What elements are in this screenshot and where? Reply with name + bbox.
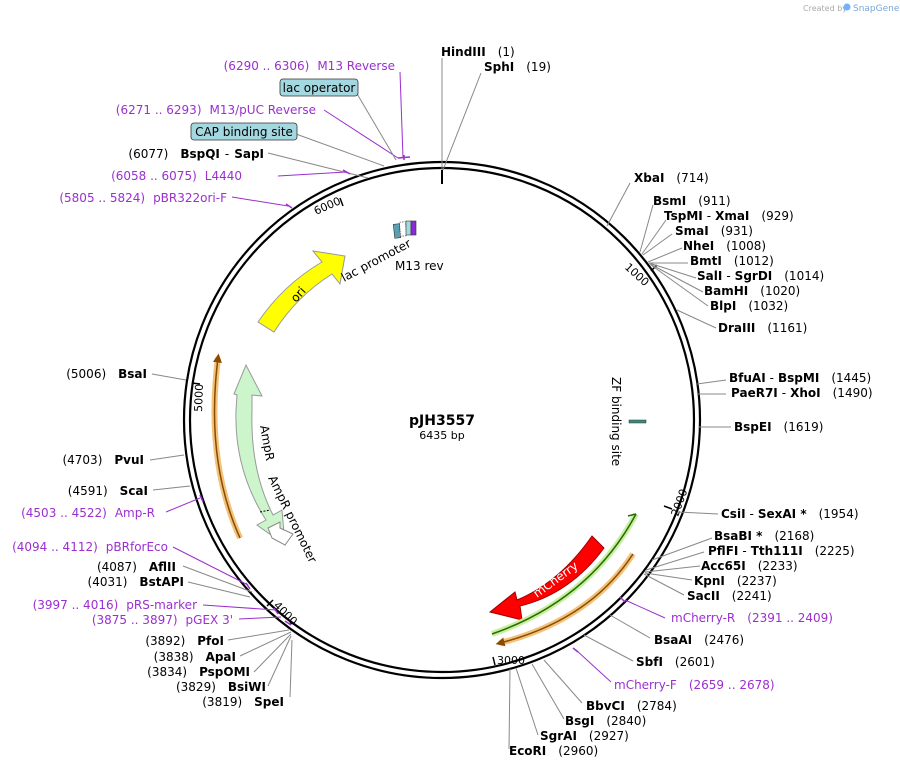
lac-operator-box: [279, 78, 359, 97]
enzyme-acc65i: Acc65I(2233): [701, 559, 798, 573]
amp-primer-glow: [211, 357, 243, 540]
primer-mcherry-r: mCherry-R(2391 .. 2409): [671, 611, 833, 625]
primer-amp-r: (4503 .. 4522)Amp-R: [21, 506, 155, 520]
tick-2000-mark: [663, 505, 673, 510]
enzyme-bsaai: BsaAI(2476): [654, 633, 744, 647]
enzyme-sgrai: SgrAI(2927): [540, 729, 629, 743]
zf-site-label: ZF binding site: [609, 377, 623, 466]
enzyme-bbvci: BbvCI(2784): [586, 699, 677, 713]
primer-mcherry-f: mCherry-F(2659 .. 2678): [614, 678, 775, 692]
ampr-promoter-feature: [267, 521, 294, 546]
primer-m13-reverse: (6290 .. 6306)M13 Reverse: [224, 59, 395, 73]
enzyme-spei: (3819)SpeI: [202, 695, 284, 709]
enzyme-bmti: BmtI(1012): [690, 254, 774, 268]
mcherry-r-arrow: [495, 553, 634, 647]
tick-4000-mark: [266, 599, 274, 607]
enzyme-csii: CsiI-SexAI *(1954): [721, 507, 859, 521]
tick-6000: 6000: [312, 194, 343, 217]
enzyme-xbai: XbaI(714): [634, 171, 709, 185]
right-enzyme-labels: HindIII(1) SphI(19) XbaI(714) BsmI(911) …: [441, 45, 873, 758]
cap-binding-text: CAP binding site: [195, 125, 293, 139]
tick-3000-mark: [492, 656, 496, 666]
primer-pbrforeco: (4094 .. 4112)pBRforEco: [12, 540, 168, 554]
cap-binding-box: [190, 122, 298, 141]
primer-labels: (6290 .. 6306)M13 Reverse (6271 .. 6293)…: [12, 59, 833, 692]
enzyme-blpi: BlpI(1032): [710, 299, 788, 313]
primer-pbr322ori-f: (5805 .. 5824)pBR322ori-F: [59, 191, 227, 205]
enzyme-sacii: SacII(2241): [687, 589, 772, 603]
enzyme-bsmi: BsmI(911): [653, 194, 731, 208]
mcherry-feature: [488, 535, 605, 621]
credit-brand: SnapGene: [853, 4, 900, 14]
primer-prs-marker: (3997 .. 4016)pRS-marker: [33, 598, 197, 612]
enzyme-sphi: SphI(19): [484, 60, 551, 74]
lac-operator-mark: [405, 220, 412, 236]
enzyme-draiii: DraIII(1161): [718, 321, 807, 335]
lac-promoter-mark: [399, 221, 407, 237]
enzyme-apai: (3838)ApaI: [154, 650, 236, 664]
enzyme-pflfi: PflFI-Tth111I(2225): [708, 544, 855, 558]
enzyme-sbfi: SbfI(2601): [636, 655, 715, 669]
enzyme-hindiii: HindIII(1): [441, 45, 515, 59]
ampr-label: AmpR: [257, 424, 277, 462]
enzyme-tspmi: TspMI-XmaI(929): [664, 209, 794, 223]
snapgene-logo-icon: [843, 3, 851, 11]
plasmid-name: pJH3557: [409, 413, 475, 429]
primer-pgex-3: (3875 .. 3897)pGEX 3': [92, 613, 233, 627]
enzyme-bspqi: (6077)BspQI-SapI: [128, 147, 264, 161]
enzyme-nhei: NheI(1008): [683, 239, 766, 253]
enzyme-bstapi: (4031)BstAPI: [88, 575, 184, 589]
tick-4000: 4000: [271, 599, 300, 628]
enzyme-bsiwi: (3829)BsiWI: [176, 680, 266, 694]
ampr-dash: [259, 509, 271, 513]
lac-operator-text: lac operator: [283, 81, 356, 95]
tick-1000-mark: [650, 264, 658, 272]
ampr-feature: [233, 363, 286, 547]
credit-text: Created by: [803, 4, 847, 13]
enzyme-bamhi: BamHI(1020): [704, 284, 800, 298]
enzyme-bspei: BspEI(1619): [734, 420, 823, 434]
tick-5000: 5000: [192, 384, 206, 412]
enzyme-ecori: EcoRI(2960): [509, 744, 598, 758]
zf-site-mark: [628, 419, 647, 424]
amp-primer-arrow: [212, 353, 241, 539]
enzyme-pfoi: (3892)PfoI: [145, 634, 224, 648]
enzyme-pvui: (4703)PvuI: [62, 453, 144, 467]
enzyme-paer7i: PaeR7I-XhoI(1490): [731, 386, 873, 400]
m13-rev-label: M13 rev: [395, 259, 444, 273]
left-enzyme-labels: (6077)BspQI-SapI (5006)BsaI (4703)PvuI (…: [62, 147, 284, 709]
enzyme-bsai: (5006)BsaI: [66, 367, 147, 381]
enzyme-aflii: (4087)AflII: [97, 560, 176, 574]
ori-feature: [257, 250, 346, 333]
enzyme-kpni: KpnI(2237): [694, 574, 777, 588]
enzyme-scai: (4591)ScaI: [68, 484, 148, 498]
enzyme-pspomi: (3834)PspOMI: [147, 665, 250, 679]
enzyme-smai: SmaI(931): [675, 224, 753, 238]
enzyme-bsgi: BsgI(2840): [565, 714, 646, 728]
primer-l4440: (6058 .. 6075)L4440: [111, 169, 242, 183]
enzyme-bfuai: BfuAI-BspMI(1445): [729, 371, 871, 385]
tick-5000-mark: [191, 382, 201, 385]
m13-rev-mark: [410, 220, 417, 236]
cap-site-mark: [392, 223, 402, 239]
mcherry-f-arrow: [491, 513, 637, 635]
tick-3000: 3000: [497, 654, 525, 667]
plasmid-length: 6435 bp: [419, 429, 464, 442]
tick-6000-mark: [339, 197, 344, 207]
primer-m13-puc-reverse: (6271 .. 6293)M13/pUC Reverse: [116, 103, 316, 117]
enzyme-sali: SalI-SgrDI(1014): [697, 269, 824, 283]
enzyme-bsabi: BsaBI *(2168): [714, 529, 814, 543]
